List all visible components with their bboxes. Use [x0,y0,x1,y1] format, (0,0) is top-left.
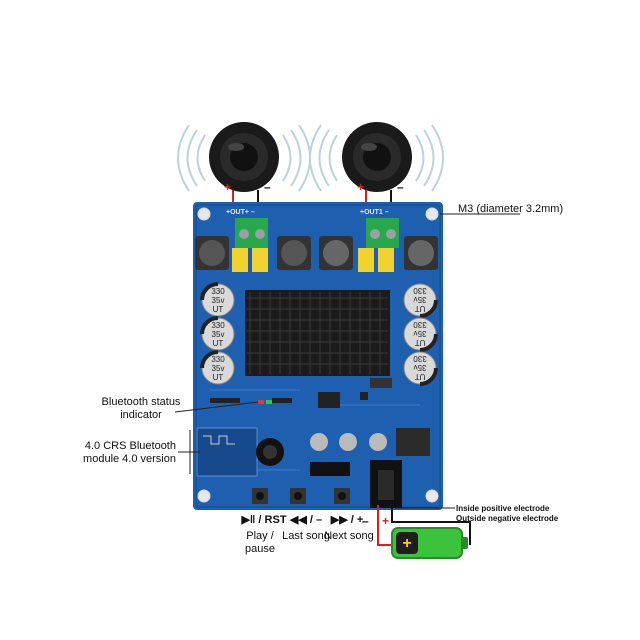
inductors [195,236,438,270]
button-prev-symbol: ◀◀ / – [289,514,323,526]
button-play-symbol: ▶‖ / RST [241,514,287,526]
capacitor-marking: UT [415,338,426,347]
capacitor-marking: 330 [413,354,427,363]
bt-module-line-2: module 4.0 version [83,453,176,465]
sound-waves-right [309,124,444,192]
small-capacitors [310,433,387,451]
capacitor-marking: UT [415,372,426,381]
bt-status-line-1: Bluetooth status [101,396,181,408]
electrode-inside: Inside positive electrode [456,504,550,513]
capacitor-marking: 35v [414,329,427,338]
bt-status-line-2: indicator [120,409,162,421]
power-wires [377,505,471,546]
power-minus-label: – [362,514,369,528]
battery-icon: + [391,527,468,559]
capacitor-marking: 330 [211,287,225,296]
capacitor-marking: UT [213,305,224,314]
silkscreen-out-left: +OUT+ – [226,209,255,216]
button-play-caption: Play / pause [236,530,284,556]
speaker-left-plus-label: + [224,180,232,194]
capacitor-marking: 330 [413,286,427,295]
button-next-caption: Next song [324,530,374,542]
speaker-right-plus-label: + [357,180,365,194]
dc-power-jack [370,460,402,508]
bt-module-line-1: 4.0 CRS Bluetooth [84,440,176,452]
bt-status-label: Bluetooth status indicator [96,396,186,422]
film-capacitors [232,248,394,272]
bt-module-label: 4.0 CRS Bluetooth module 4.0 version [72,440,176,466]
capacitor-marking: 35v [414,295,427,304]
capacitor-marking: 330 [413,320,427,329]
speaker-terminal-right [366,218,399,248]
button-play-caption-2: pause [245,543,275,555]
speaker-left-icon [209,122,279,192]
mount-hole-label: M3 (diameter 3.2mm) [458,203,564,215]
speaker-right-minus-label: – [397,180,404,194]
capacitor-marking: 330 [211,321,225,330]
speaker-right-icon [342,122,412,192]
capacitor-marking: UT [213,373,224,382]
electrolytic-capacitors: 33035vUT33035vUT33035vUT33035vUT33035vUT… [200,282,438,386]
capacitor-marking: 35v [414,363,427,372]
tactile-buttons [252,488,350,504]
capacitor-marking: 35v [212,330,225,339]
heatsink [245,290,390,376]
leader-lines [174,213,520,509]
capacitor-marking: UT [213,339,224,348]
electrode-outside: Outside negative electrode [456,514,559,523]
silkscreen-out-right: +OUT1 – [360,209,389,216]
bluetooth-module [196,427,284,477]
button-next-symbol: ▶▶ / + [330,514,364,526]
smd-components [210,378,430,476]
power-plus-label: + [382,514,390,528]
speaker-left-minus-label: – [264,180,271,194]
speaker-terminal-left [235,218,268,248]
svg-text:+: + [402,535,411,552]
button-play-caption-1: Play / [246,530,274,542]
electrode-label: Inside positive electrode Outside negati… [456,504,586,524]
status-leds [258,400,272,404]
capacitor-marking: UT [415,304,426,313]
capacitor-marking: 35v [212,364,225,373]
button-prev-caption: Last song [282,530,330,542]
capacitor-marking: 35v [212,296,225,305]
capacitor-marking: 330 [211,355,225,364]
